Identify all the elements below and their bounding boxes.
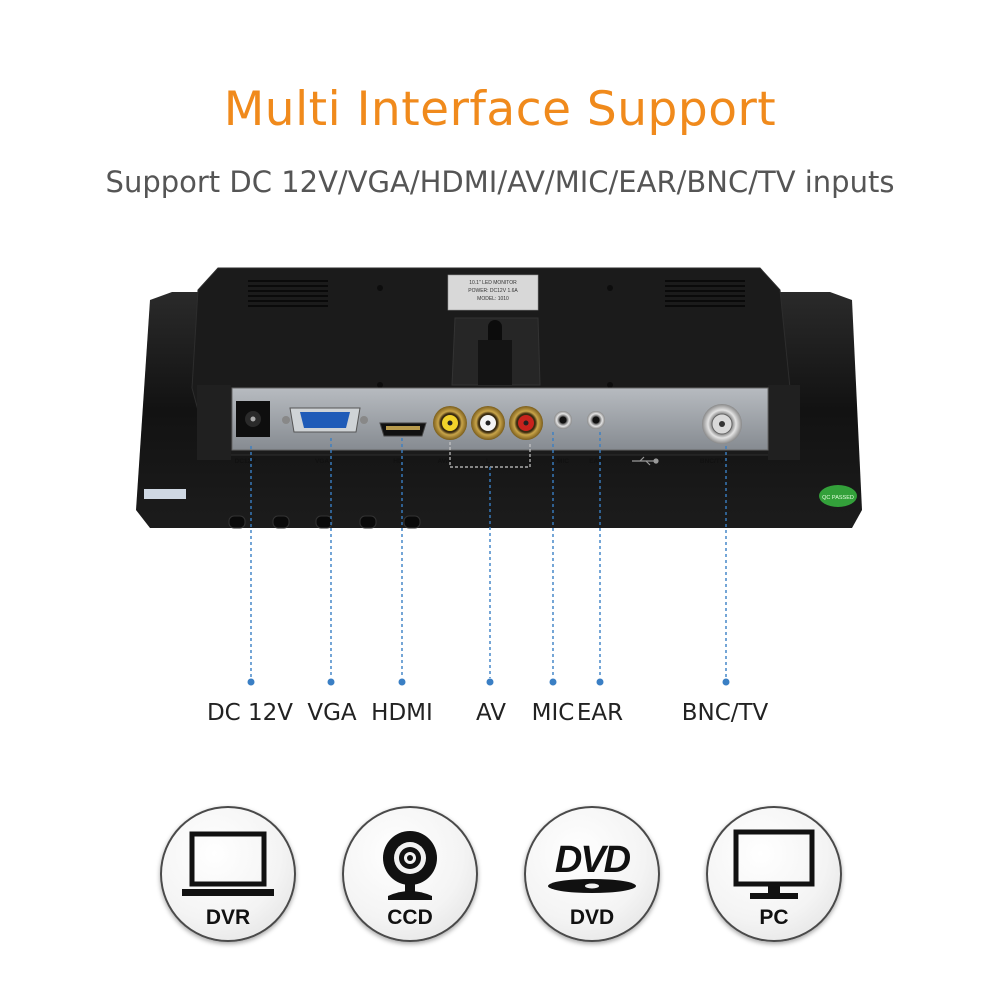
port-label-hdmi: HDMI [371,700,433,726]
webcam-icon [383,831,437,900]
spec-label-line: POWER: DC12V 1.6A [468,288,518,294]
panel-label-hd: HD [393,458,403,465]
vent-right [665,280,745,307]
spec-label-line: MODEL: 1010 [477,296,509,302]
spec-label-line: 10.1" LED MONITOR [469,280,517,286]
port-label-dc12v: DC 12V [206,700,294,726]
port-label-av: AV [476,700,506,726]
dvd-logo-text: DVD [555,839,631,881]
serial-sticker [144,489,186,499]
port-label-bnc-tv: BNC/TV [681,700,769,726]
subheadline: Support DC 12V/VGA/HDMI/AV/MIC/EAR/BNC/T… [105,165,895,199]
panel-label-ear: EAR [589,458,603,465]
leader-lines [250,432,727,678]
device-dvr: DVR [160,806,296,942]
device-dvd: DVD DVD [524,806,660,942]
leader-dots [247,678,730,686]
laptop-icon [182,831,274,896]
device-label: DVR [205,906,251,929]
housing-right-foot [768,385,800,460]
port-label-mic: MIC [531,700,575,726]
device-label: CCD [387,906,433,929]
front-buttons [228,515,421,529]
port-label-vga: VGA [307,700,357,726]
panel-label-dc: DC12V [235,458,257,465]
panel-label-avr: AV/R [437,458,452,465]
dvd-logo-icon: DVD [548,839,636,893]
device-label: PC [759,906,789,929]
usb-icon [632,456,659,466]
port-label-ear: EAR [576,700,624,726]
panel-label-mic: MIC [557,458,569,465]
device-label: DVD [569,906,615,929]
panel-label-bnc: BNC/TV [700,458,725,465]
device-ccd: CCD [342,806,478,942]
spec-label-plate [447,274,539,311]
vent-left [248,280,328,307]
monitor-icon [733,829,815,899]
panel-label-l: L [486,458,490,465]
housing-left-foot [197,385,231,460]
qc-badge [819,485,857,507]
device-pc: PC [706,806,842,942]
panel-label-vga: VGA [315,458,329,465]
headline: Multi Interface Support [223,82,777,137]
qc-badge-text: QC PASSED [822,495,854,501]
